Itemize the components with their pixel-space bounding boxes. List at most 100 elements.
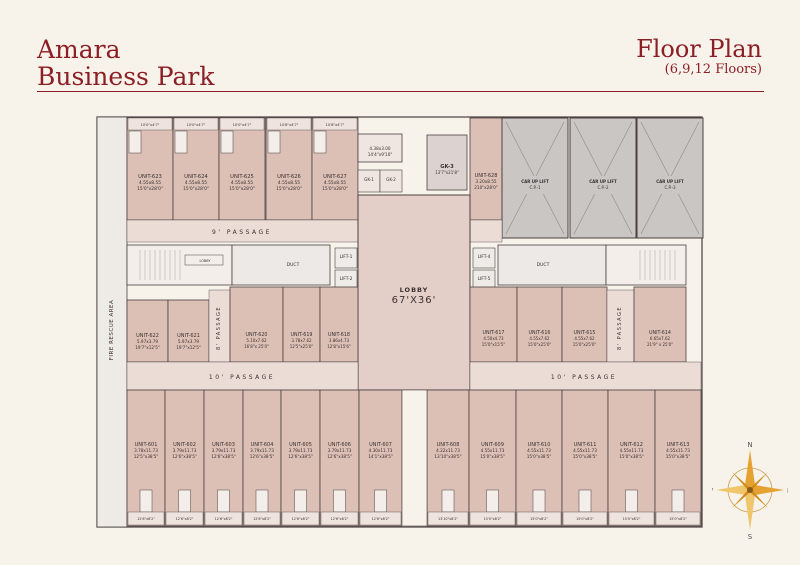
car-lift-title-label: CAR UP LIFT [589, 179, 617, 184]
unit-balcony-bottom [516, 511, 562, 526]
toilet-box [333, 489, 346, 513]
compass-ne-arrow [750, 472, 768, 490]
unit-name-label: UNIT-618 [328, 332, 350, 338]
unit-dim-label: 13'10"x38'5" [434, 454, 461, 459]
unit-dim-label: 12'6"x38'5" [327, 454, 352, 459]
unit-balcony-bottom [562, 511, 608, 526]
unit-cell-mid-center-left [319, 286, 359, 363]
left-small-lobby [184, 254, 224, 266]
lift-label: LIFT-4 [478, 254, 491, 260]
unit-dim-label: 15'0"x25'0" [573, 342, 597, 347]
unit-628-name-label: UNIT-628 [475, 173, 498, 179]
right-stair-core [605, 244, 687, 286]
unit-name-label: UNIT-610 [528, 442, 551, 448]
lift-label: LIFT-1 [340, 254, 353, 260]
unit-name-label: UNIT-602 [173, 442, 196, 448]
unit-dim-label: 4.55x7.62 [574, 336, 595, 341]
unit-dim-label: 4.55x8.55 [278, 180, 300, 186]
unit-dim-label: 4.55x11.73 [527, 448, 551, 453]
toilet-box [294, 489, 307, 513]
unit-balcony-top [312, 117, 358, 131]
unit-dim-label: 15'0"x38'5" [619, 454, 644, 459]
lift-box [472, 247, 496, 269]
unit-dim-label: 12'5"x38'5" [134, 454, 159, 459]
balcony-dim-label: 12'6"x8'2" [292, 517, 310, 521]
unit-dim-label: 12'6"x38'5" [250, 454, 275, 459]
unit-dim-label: 4.55x11.73 [620, 448, 644, 453]
compass-w-label: W [712, 487, 713, 495]
unit-dim-label: 15'0"x28'0" [276, 186, 302, 192]
balcony-dim-label: 10'0"x4'7" [233, 123, 252, 127]
compass-rose-icon: N S E W [712, 441, 788, 540]
unit-614-name-label: UNIT-614 [649, 330, 671, 336]
unit-name-label: UNIT-616 [529, 330, 551, 336]
compass-sw-arrow [732, 490, 750, 508]
gk-top-box [357, 133, 403, 163]
unit-cell-mid-left [167, 299, 210, 363]
balcony-dim-label: 10'8"x4'7" [326, 123, 345, 127]
compass-west-arrow [716, 485, 750, 495]
unit-name-label: UNIT-612 [620, 442, 643, 448]
car-lift-title-label: CAR UP LIFT [656, 179, 684, 184]
compass-south-arrow [745, 490, 755, 530]
unit-balcony-bottom [469, 511, 516, 526]
gk-top-dim-label: 14'4"x9'10" [368, 152, 393, 157]
toilet-box [217, 489, 230, 513]
unit-name-label: UNIT-605 [289, 442, 312, 448]
unit-dim-label: 4.22x11.73 [436, 448, 460, 453]
unit-name-label: UNIT-606 [328, 442, 351, 448]
balcony-dim-label: 10'0"x4'7" [141, 123, 160, 127]
balcony-dim-label: 15'0"x8'2" [530, 517, 548, 521]
unit-cell-614 [633, 286, 687, 363]
toilet-box [139, 489, 153, 513]
unit-name-label: UNIT-613 [667, 442, 690, 448]
unit-dim-label: 4.55x8.55 [139, 180, 161, 186]
unit-dim-label: 3.86x4.73 [329, 338, 350, 343]
unit-dim-label: 15'0"x28'0" [322, 186, 348, 192]
toilet-box [178, 489, 191, 513]
duct-left-label: DUCT [287, 262, 300, 268]
lobby-size-label: 67'X36' [392, 295, 437, 306]
car-lift-title-label: CAR UP LIFT [521, 179, 549, 184]
gk-1-label: GK-1 [364, 177, 374, 182]
unit-name-label: UNIT-627 [323, 174, 347, 180]
unit-name-label: UNIT-607 [369, 442, 392, 448]
unit-balcony-bottom [359, 511, 402, 526]
brand-line-1: Amara [37, 35, 121, 64]
unit-dim-label: 5.97x3.79 [137, 339, 158, 344]
unit-balcony-bottom [320, 511, 359, 526]
unit-name-label: UNIT-620 [246, 332, 268, 338]
car-lift-code-label: C.P.-3 [664, 185, 676, 190]
unit-name-label: UNIT-624 [184, 174, 208, 180]
unit-name-label: UNIT-625 [230, 174, 254, 180]
unit-dim-label: 4.55x7.62 [529, 336, 550, 341]
gk-2-box [379, 169, 403, 193]
bottom-gap [401, 389, 428, 527]
unit-dim-label: 12'6"x38'5" [172, 454, 197, 459]
compass-center [747, 487, 753, 493]
unit-balcony-bottom [427, 511, 469, 526]
passage-8-right-label: 8' PASSAGE [617, 306, 623, 350]
lift-box [334, 247, 358, 269]
unit-dim-label: 3.78x11.73 [134, 448, 158, 453]
passage-10-left [126, 361, 359, 391]
unit-dim-label: 12'8"x15'6" [327, 344, 351, 349]
passage-9-right [469, 219, 503, 243]
balcony-dim-label: 10'8"x4'7" [280, 123, 299, 127]
unit-614-dim-label: 6.65x7.62 [650, 336, 671, 341]
toilet-box [441, 489, 455, 513]
lobby-title-label: LOBBY [400, 286, 429, 294]
unit-dim-label: 4.50x4.73 [483, 336, 504, 341]
balcony-dim-label: 15'0"x8'2" [576, 517, 594, 521]
fire-rescue-area [96, 116, 128, 528]
unit-balcony-top [173, 117, 219, 131]
balcony-dim-label: 12'6"x8'2" [215, 517, 233, 521]
balcony-dim-label: 12'6"x8'2" [176, 517, 194, 521]
unit-dim-label: 14'1"x38'5" [368, 454, 393, 459]
unit-dim-label: 4.55x11.73 [666, 448, 690, 453]
unit-dim-label: 15'0"x25'0" [528, 342, 552, 347]
car-lift-code-label: C.P.-2 [597, 185, 609, 190]
toilet-box [267, 130, 281, 154]
unit-balcony-top [219, 117, 265, 131]
unit-balcony-bottom [243, 511, 281, 526]
